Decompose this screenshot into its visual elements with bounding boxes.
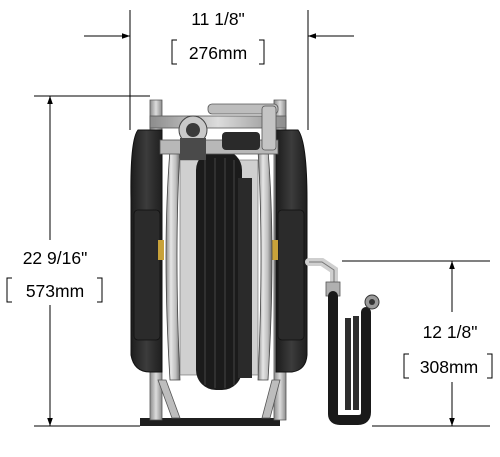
hose-imperial-label: 12 1/8" — [423, 322, 478, 342]
side-cover-left-recess — [133, 209, 161, 341]
width-metric-label: 276mm — [189, 43, 247, 63]
axle-collar-mid — [222, 132, 260, 150]
drum-flange-left — [165, 149, 181, 381]
swivel-hub — [186, 123, 200, 137]
frame-foot-right — [261, 379, 281, 419]
hose-reel — [130, 99, 380, 426]
width-metric-bracket-right — [259, 39, 265, 65]
drum-flange-right — [257, 149, 273, 381]
hose-metric-bracket-right — [487, 353, 493, 379]
hose-height-dimension: 12 1/8" 308mm — [342, 260, 493, 427]
width-imperial-label: 11 1/8" — [191, 9, 245, 29]
width-metric-bracket-left — [171, 39, 177, 65]
outlet-hose — [305, 258, 380, 425]
frame-foot-left — [157, 379, 181, 419]
side-cover-right-recess — [277, 209, 305, 341]
height-imperial-label: 22 9/16" — [23, 248, 88, 268]
height-metric-bracket-left — [6, 277, 12, 303]
hose-metric-label: 308mm — [420, 357, 478, 377]
axle-collar-right — [261, 105, 277, 151]
drum-hose-coils — [196, 150, 252, 390]
bearing-left — [158, 240, 164, 260]
swivel-body — [180, 138, 206, 160]
width-dimension: 11 1/8" 276mm — [84, 9, 354, 130]
height-metric-bracket-right — [97, 277, 103, 303]
top-tube — [207, 103, 279, 115]
height-metric-label: 573mm — [26, 281, 84, 301]
bearing-right — [272, 240, 278, 260]
base-plate — [140, 418, 280, 426]
height-dimension: 22 9/16" 573mm — [6, 95, 150, 427]
lower-crossbar — [159, 139, 279, 155]
hose-metric-bracket-left — [403, 353, 409, 379]
